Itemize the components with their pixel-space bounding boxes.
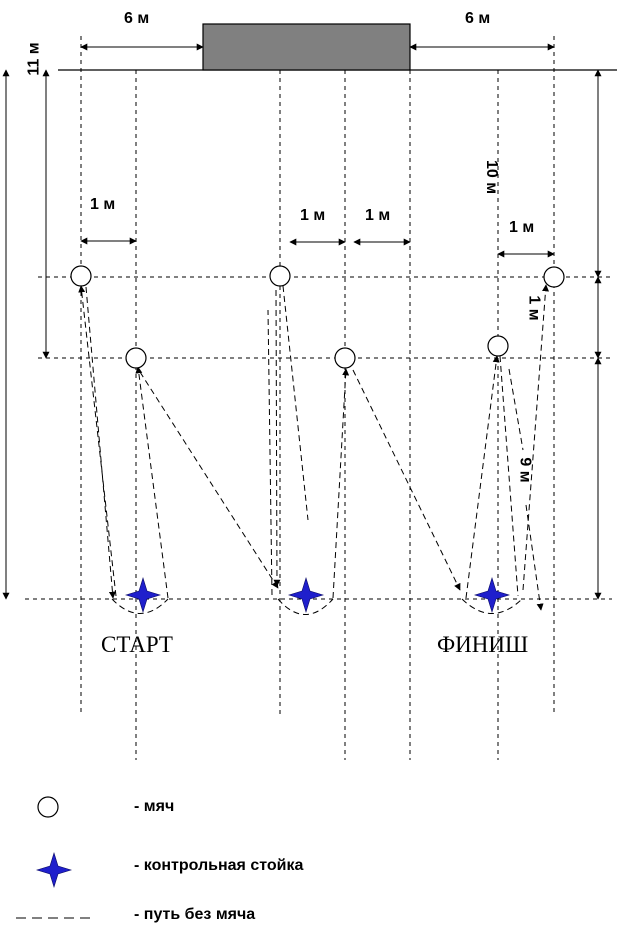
dim-left-6m: 6 м [124, 10, 150, 27]
ball [70, 265, 92, 287]
legend-ball-icon [37, 796, 59, 818]
legend-ball-text: - мяч [134, 798, 175, 815]
legend-path-text: - путь без мяча [134, 906, 256, 923]
control-posts [124, 576, 511, 614]
basket-block [202, 23, 411, 71]
ball [125, 347, 147, 369]
dim-10m: 10 м [483, 159, 501, 195]
dim-1m-c: 1 м [365, 207, 391, 224]
dim-1m-d: 1 м [509, 219, 535, 236]
dim-11m: 11 м [25, 42, 43, 76]
start-label: СТАРТ [101, 632, 173, 657]
finish-label: ФИНИШ [437, 632, 529, 657]
dim-right-6m: 6 м [465, 10, 491, 27]
dim-1m-vertical: 1 м [525, 295, 543, 321]
ball [334, 347, 356, 369]
one-meter-dimensions [80, 237, 555, 258]
post-star-icon [124, 576, 162, 614]
ball [269, 265, 291, 287]
row-lines [25, 276, 612, 600]
guide-lines [80, 36, 555, 760]
post-star-icon [473, 576, 511, 614]
balls [70, 265, 565, 369]
dim-1m-b: 1 м [300, 207, 326, 224]
ball [487, 335, 509, 357]
movement-paths [78, 284, 550, 615]
dim-1m-a: 1 м [90, 196, 116, 213]
post-star-icon [287, 576, 325, 614]
legend-post-icon [35, 851, 73, 889]
left-dimensions [2, 69, 50, 600]
legend-post-text: - контрольная стойка [134, 857, 304, 874]
ball [543, 266, 565, 288]
dim-9m: 9 м [516, 457, 534, 483]
